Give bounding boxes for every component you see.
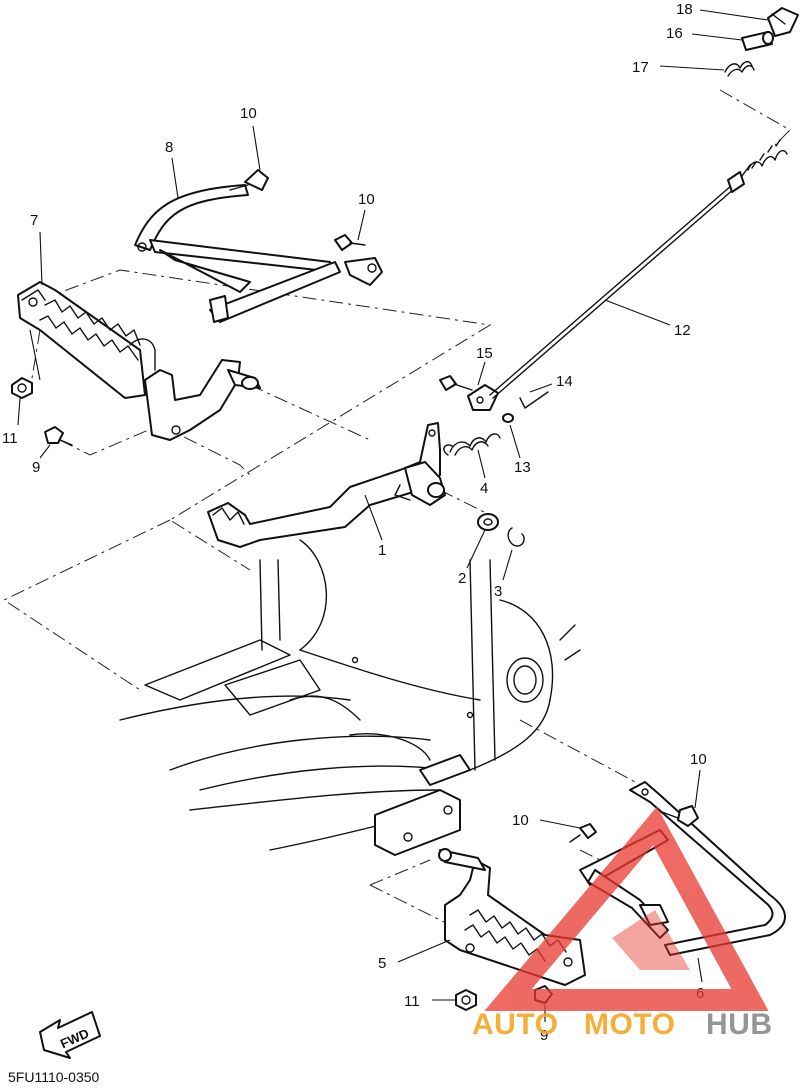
bolt-15 [439,375,473,391]
callout-7: 7 [30,212,38,229]
brake-pedal-1 [207,422,446,548]
footrest-7 [17,281,156,399]
callout-12: 12 [674,322,691,339]
sleeve-16 [741,31,774,51]
callout-11-b: 11 [404,993,420,1010]
bracket-8 [134,184,383,323]
brake-cable-12 [489,139,788,399]
callout-5: 5 [378,955,386,972]
leader-lines [17,9,769,1022]
callout-10-a: 10 [240,105,257,122]
clip-3 [507,527,525,547]
spring-4 [443,433,501,456]
callout-11-a: 11 [2,430,18,447]
nut-11-a [11,377,33,399]
callout-15: 15 [476,345,493,362]
callout-4: 4 [480,480,488,497]
adjuster-18 [767,7,799,37]
watermark-text: AUTO MOTO HUB [472,1008,773,1041]
callout-16: 16 [666,25,683,42]
callout-18: 18 [676,1,693,18]
bolt-10-c [661,805,699,827]
callout-3: 3 [494,583,502,600]
callout-10-c: 10 [690,751,707,768]
nut-11-b [455,989,477,1011]
bolt-10-d [569,823,597,843]
callout-13: 13 [514,459,531,476]
callout-9-b: 9 [540,1027,548,1044]
bolt-10-b [334,234,366,251]
callout-numbers: 18 16 17 10 8 10 7 12 15 14 13 11 9 4 1 … [2,1,707,1044]
watermark-part-hub: HUB [706,1008,773,1041]
callout-9-a: 9 [32,459,40,476]
fwd-arrow: FWD [39,1011,101,1059]
footrest-arm-left [144,359,261,441]
bolt-9-a [44,426,73,446]
watermark-triangle [484,806,769,1011]
pin-14 [519,391,549,409]
watermark-part-moto: MOTO [584,1008,675,1041]
watermark-logo [484,806,769,1011]
callout-14: 14 [556,373,573,390]
clevis [467,384,499,411]
callout-2: 2 [458,570,466,587]
spring-17 [724,61,755,77]
alignment-lines [2,269,651,936]
callout-10-b: 10 [358,191,375,208]
callout-17: 17 [632,59,649,76]
watermark-triangle-inner [612,910,690,970]
washer-2 [477,513,499,531]
callout-8: 8 [165,139,173,156]
footrest-5 [438,848,586,986]
bolt-10-a [229,169,269,191]
vehicle-frame [119,539,581,856]
callout-10-d: 10 [512,812,529,829]
callout-1: 1 [378,542,386,559]
watermark-part-auto: AUTO [472,1008,558,1041]
drawing-code: 5FU1110-0350 [8,1069,100,1085]
washer-13 [502,413,514,423]
